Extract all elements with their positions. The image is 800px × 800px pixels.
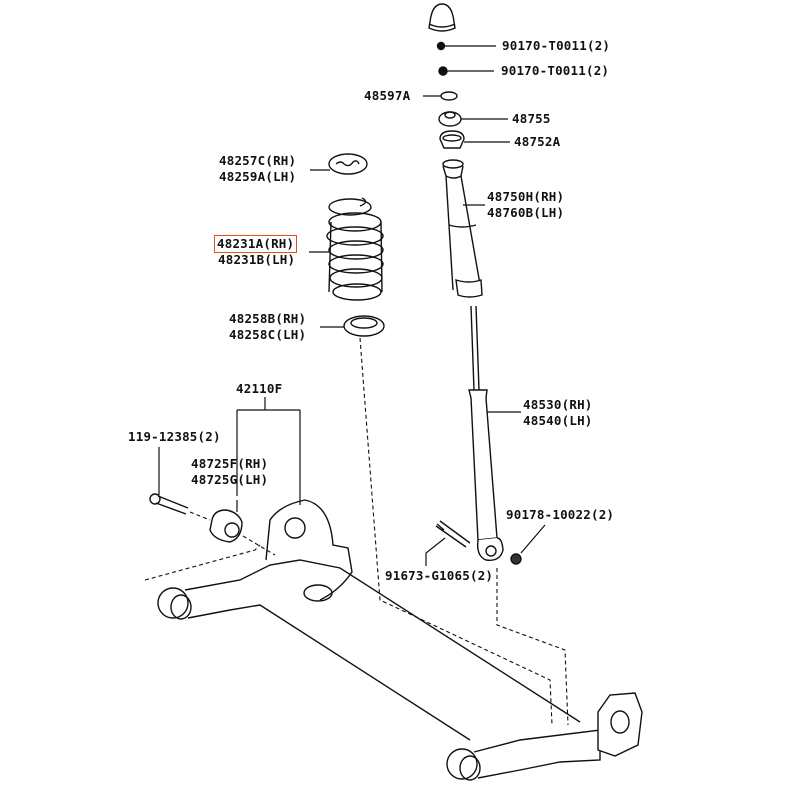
callout-label[interactable]: 48725F(RH) 48725G(LH) [191, 456, 268, 488]
part-number: 90170-T0011(2) [501, 63, 610, 78]
callout-label[interactable]: 90178-10022(2) [506, 507, 614, 523]
mount-support-part[interactable] [439, 130, 465, 149]
upper-spring-seat-part[interactable] [328, 153, 368, 175]
part-number-rh: 48750H(RH) [487, 189, 565, 204]
part-number: 90178-10022(2) [506, 507, 615, 522]
nut-part-2[interactable] [438, 66, 448, 76]
nut-part-1[interactable] [436, 41, 446, 51]
coil-spring-part[interactable] [326, 197, 384, 301]
callout-label-selected[interactable]: 48231A(RH) 48231B(LH) [213, 235, 298, 268]
bump-stop-cap-part[interactable] [428, 3, 456, 32]
part-number-lh: 48231B(LH) [218, 252, 296, 267]
shock-absorber-part[interactable] [468, 305, 504, 561]
callout-label[interactable]: 90170-T0011(2) [501, 63, 609, 79]
callout-label[interactable]: 91673-G1065(2) [385, 568, 493, 584]
callout-label[interactable]: 90170-T0011(2) [502, 38, 610, 54]
part-number: 119-12385(2) [128, 429, 221, 444]
part-number: 42110F [236, 381, 283, 396]
callout-label[interactable]: 48530(RH) 48540(LH) [523, 397, 593, 429]
part-number: 48597A [364, 88, 411, 103]
shock-nut-part[interactable] [510, 553, 522, 565]
callout-label[interactable]: 42110F [236, 381, 282, 397]
callout-label[interactable]: 119-12385(2) [128, 429, 221, 445]
leader-lines [158, 45, 546, 566]
axle-beam-part[interactable] [157, 499, 643, 781]
callout-label[interactable]: 48257C(RH) 48259A(LH) [219, 153, 296, 185]
part-number-lh: 48259A(LH) [219, 169, 297, 184]
part-number-lh: 48258C(LH) [229, 327, 307, 342]
callout-label[interactable]: 48755 [512, 111, 551, 127]
callout-label[interactable]: 48750H(RH) 48760B(LH) [487, 189, 564, 221]
callout-label[interactable]: 48752A [514, 134, 560, 150]
part-number-rh: 48530(RH) [523, 397, 593, 412]
bushing-part[interactable] [209, 509, 243, 543]
part-number: 90170-T0011(2) [502, 38, 611, 53]
part-number-lh: 48725G(LH) [191, 472, 269, 487]
part-number-rh-highlighted: 48231A(RH) [213, 235, 298, 253]
part-number: 48752A [514, 134, 561, 149]
part-number-rh: 48257C(RH) [219, 153, 297, 168]
shock-boot-part[interactable] [442, 159, 483, 298]
callout-label[interactable]: 48597A [364, 88, 410, 104]
part-number: 48755 [512, 111, 551, 126]
washer-part[interactable] [440, 91, 458, 101]
part-number: 91673-G1065(2) [385, 568, 494, 583]
shock-bolt-part[interactable] [435, 520, 471, 548]
lower-spring-seat-part[interactable] [343, 315, 385, 337]
part-number-lh: 48760B(LH) [487, 205, 565, 220]
part-number-lh: 48540(LH) [523, 413, 593, 428]
callout-label[interactable]: 48258B(RH) 48258C(LH) [229, 311, 306, 343]
assembly-dashed-lines [144, 337, 569, 726]
bushing-bolt-part[interactable] [149, 493, 189, 515]
mount-cushion-part[interactable] [438, 111, 462, 127]
part-number-rh: 48258B(RH) [229, 311, 307, 326]
part-number-rh: 48725F(RH) [191, 456, 269, 471]
